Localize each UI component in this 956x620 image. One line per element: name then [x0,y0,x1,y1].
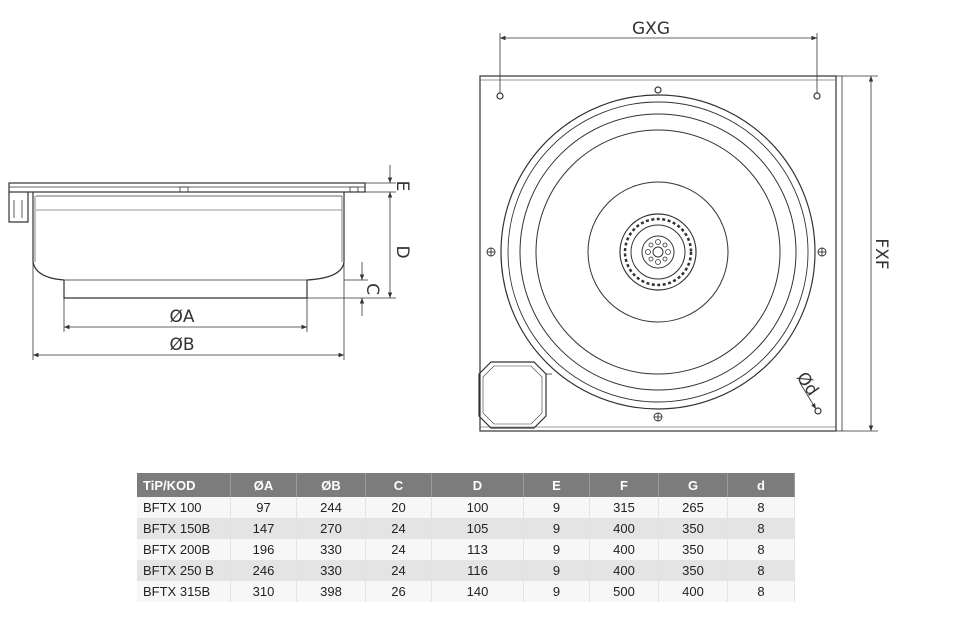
table-cell: BFTX 315B [137,581,231,602]
table-cell: 400 [589,560,659,581]
table-row: BFTX 100 97 244 20 100 9 315 265 8 [137,497,795,518]
table-cell: BFTX 200B [137,539,231,560]
label-e: E [392,181,412,192]
header-oa: ØA [230,473,297,497]
header-c: C [365,473,432,497]
terminal-box [478,361,547,429]
table-cell: 116 [431,560,524,581]
table-row: BFTX 250 B 246 330 24 116 9 400 350 8 [137,560,795,581]
table-cell: 97 [230,497,297,518]
screw [817,247,827,257]
table-cell: 20 [365,497,432,518]
side-dimensions [32,165,396,360]
label-gxg: GXG [632,19,670,39]
d-hole [814,407,822,415]
table-cell: 400 [658,581,728,602]
table-cell: BFTX 250 B [137,560,231,581]
table-cell: 350 [658,539,728,560]
side-body [32,192,345,299]
mounting-hole [813,92,821,100]
table-cell: 8 [727,581,795,602]
table-cell: 350 [658,560,728,581]
table-cell: 265 [658,497,728,518]
motor-hub [619,213,697,291]
label-od: Ød [792,368,822,399]
header-f: F [589,473,659,497]
side-bracket [8,192,29,223]
label-c: C [362,283,382,295]
table-cell: 140 [431,581,524,602]
table-cell: 24 [365,539,432,560]
header-ob: ØB [296,473,366,497]
table-cell: 24 [365,518,432,539]
table-cell: 24 [365,560,432,581]
spec-table: TiP/KOD ØA ØB C D E F G d BFTX 100 97 24… [137,473,795,602]
table-cell: 100 [431,497,524,518]
table-cell: 398 [296,581,366,602]
front-view [478,75,846,432]
table-cell: 8 [727,497,795,518]
table-cell: 400 [589,518,659,539]
table-cell: 310 [230,581,297,602]
label-oa: ØA [169,307,194,327]
mounting-hole [496,92,504,100]
table-cell: 246 [230,560,297,581]
table-cell: 330 [296,539,366,560]
label-d: D [392,245,412,258]
table-cell: 105 [431,518,524,539]
table-row: BFTX 200B 196 330 24 113 9 400 350 8 [137,539,795,560]
header-tip-kod: TiP/KOD [137,473,231,497]
header-e: E [523,473,590,497]
table-cell: BFTX 100 [137,497,231,518]
table-cell: 9 [523,539,590,560]
label-ob: ØB [169,335,194,355]
table-cell: 330 [296,560,366,581]
table-row: BFTX 150B 147 270 24 105 9 400 350 8 [137,518,795,539]
table-cell: 400 [589,539,659,560]
side-view [8,182,366,299]
table-cell: BFTX 150B [137,518,231,539]
inner-ring [535,129,781,375]
table-row: BFTX 315B 310 398 26 140 9 500 400 8 [137,581,795,602]
header-d: D [431,473,524,497]
table-cell: 113 [431,539,524,560]
table-cell: 9 [523,581,590,602]
label-fxf: FXF [871,238,891,269]
table-header-row: TiP/KOD ØA ØB C D E F G d [137,473,795,497]
header-g: G [658,473,728,497]
table-cell: 9 [523,560,590,581]
outer-ring [500,94,816,410]
table-cell: 8 [727,560,795,581]
table-cell: 147 [230,518,297,539]
front-plate [479,75,837,432]
front-dimensions [499,33,878,432]
table-cell: 8 [727,518,795,539]
table-cell: 350 [658,518,728,539]
technical-drawing: GXG FXF E D C ØA ØB Ød [8,19,891,432]
side-flange [8,182,366,193]
dim-leader-od [799,382,817,410]
screw [653,412,663,422]
table-cell: 8 [727,539,795,560]
motor-plate [587,181,729,323]
screw [486,247,496,257]
table-cell: 196 [230,539,297,560]
table-cell: 26 [365,581,432,602]
table-cell: 9 [523,518,590,539]
table-cell: 244 [296,497,366,518]
table-cell: 9 [523,497,590,518]
table-cell: 270 [296,518,366,539]
mounting-hole [654,86,662,94]
table-cell: 500 [589,581,659,602]
header-small-d: d [727,473,795,497]
table-cell: 315 [589,497,659,518]
